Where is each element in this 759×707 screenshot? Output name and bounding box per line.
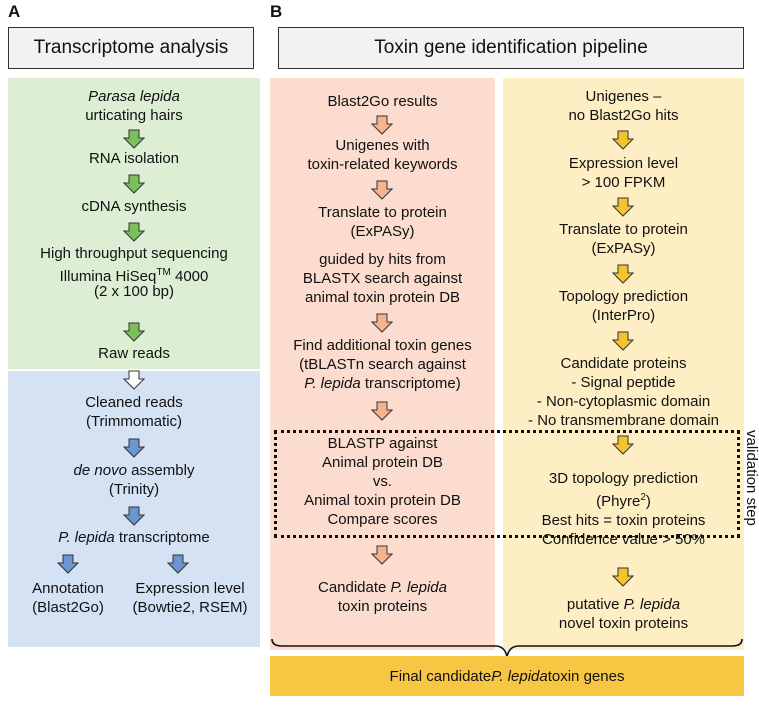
pipe-interpro: (InterPro): [591, 307, 656, 324]
final-candidates-banner: Final candidate P. lepida toxin genes: [270, 656, 744, 696]
step-expression-level: Expression level: [135, 580, 245, 597]
pipe-expasy: (ExPASy): [350, 223, 415, 240]
step-cdna-synthesis: cDNA synthesis: [81, 198, 187, 215]
step-annotation: Annotation: [32, 580, 104, 597]
pipe-toxin-db: animal toxin protein DB: [304, 289, 461, 306]
panel-label-b: B: [270, 2, 283, 21]
pipe-unigenes-no-hits: Unigenes –: [585, 88, 662, 105]
validation-label-wrap: validation step: [743, 430, 759, 580]
validation-box: [274, 430, 740, 538]
green-arrow: [123, 129, 145, 149]
pink-arrow: [371, 545, 393, 565]
yellow-arrow: [612, 130, 634, 150]
pipe-putative: putative P. lepida: [566, 596, 681, 613]
pipe-expasy-2: (ExPASy): [591, 240, 656, 257]
pipe-vs: vs.: [372, 473, 393, 490]
blue-arrow: [167, 554, 189, 574]
white-arrow: [123, 370, 145, 390]
pipe-3d-topology: 3D topology prediction: [548, 470, 699, 487]
green-arrow: [123, 222, 145, 242]
step-de-novo-assembly: de novo assembly: [73, 462, 195, 479]
pipe-candidate-proteins: Candidate proteins: [560, 355, 687, 372]
step-rna-isolation: RNA isolation: [88, 150, 180, 167]
pipe-phyre: (Phyre2): [596, 492, 651, 510]
step-trinity: (Trinity): [108, 481, 160, 498]
step-species: Parasa lepida: [88, 88, 180, 105]
pipe-toxin-proteins: toxin proteins: [337, 598, 428, 615]
step-trimmomatic: (Trimmomatic): [85, 413, 183, 430]
pipe-non-cytoplasmic: - Non-cytoplasmic domain: [536, 393, 711, 410]
pink-arrow: [371, 115, 393, 135]
blue-arrow: [123, 506, 145, 526]
step-blast2go: (Blast2Go): [32, 599, 104, 616]
green-arrow: [123, 174, 145, 194]
pipe-translate-protein: Translate to protein: [318, 204, 447, 221]
step-raw-reads: Raw reads: [98, 345, 170, 362]
pipe-animal-protein-db: Animal protein DB: [322, 454, 443, 471]
step-cleaned-reads: Cleaned reads: [85, 394, 183, 411]
pipe-novel-toxins: novel toxin proteins: [558, 615, 689, 632]
pipe-compare-scores: Compare scores: [327, 511, 438, 528]
pipe-no-transmembrane: - No transmembrane domain: [528, 412, 719, 429]
yellow-arrow: [612, 331, 634, 351]
pink-arrow: [371, 180, 393, 200]
panel-label-a: A: [8, 2, 21, 21]
pink-arrow: [371, 313, 393, 333]
pipe-translate-protein-2: Translate to protein: [559, 221, 688, 238]
step-transcriptome: P. lepida transcriptome: [58, 529, 210, 546]
pipe-find-additional: Find additional toxin genes: [293, 337, 472, 354]
pipe-animal-toxin-db: Animal toxin protein DB: [304, 492, 461, 509]
blue-arrow: [123, 438, 145, 458]
yellow-arrow: [612, 264, 634, 284]
step-urticating-hairs: urticating hairs: [85, 107, 183, 124]
pipe-blastx-search: BLASTX search against: [302, 270, 463, 287]
green-arrow: [123, 322, 145, 342]
pipe-transcriptome-target: P. lepida transcriptome): [304, 375, 461, 392]
yellow-column: [503, 78, 744, 650]
pipe-tblastn: (tBLASTn search against: [299, 356, 466, 373]
blue-arrow: [57, 554, 79, 574]
pipe-guided-by: guided by hits from: [319, 251, 446, 268]
pink-arrow: [371, 401, 393, 421]
validation-label: validation step: [743, 430, 759, 526]
pipe-expression-level: Expression level: [568, 155, 679, 172]
pipe-best-hits: Best hits = toxin proteins: [541, 512, 706, 529]
transcriptome-header: Transcriptome analysis: [8, 27, 254, 69]
pipe-topology: Topology prediction: [558, 288, 689, 305]
pipe-blastp: BLASTP against: [327, 435, 438, 452]
pipe-signal-peptide: - Signal peptide: [571, 374, 676, 391]
step-bowtie-rsem: (Bowtie2, RSEM): [132, 599, 248, 616]
pipe-toxin-keywords: toxin-related keywords: [307, 156, 458, 173]
yellow-arrow: [612, 197, 634, 217]
pipe-no-blast2go: no Blast2Go hits: [568, 107, 679, 124]
yellow-arrow: [612, 567, 634, 587]
pipe-fpkm: > 100 FPKM: [581, 174, 666, 191]
step-sequencing: High throughput sequencing: [40, 245, 228, 262]
step-sequencing-platform: Illumina HiSeqTM 4000: [59, 267, 209, 285]
pipeline-header: Toxin gene identification pipeline: [278, 27, 744, 69]
pipe-candidate: Candidate P. lepida: [317, 579, 447, 596]
pipe-unigenes-with: Unigenes with: [335, 137, 430, 154]
pipe-blast2go-results: Blast2Go results: [327, 93, 438, 110]
yellow-arrow: [612, 435, 634, 455]
step-read-length: (2 x 100 bp): [93, 283, 175, 300]
